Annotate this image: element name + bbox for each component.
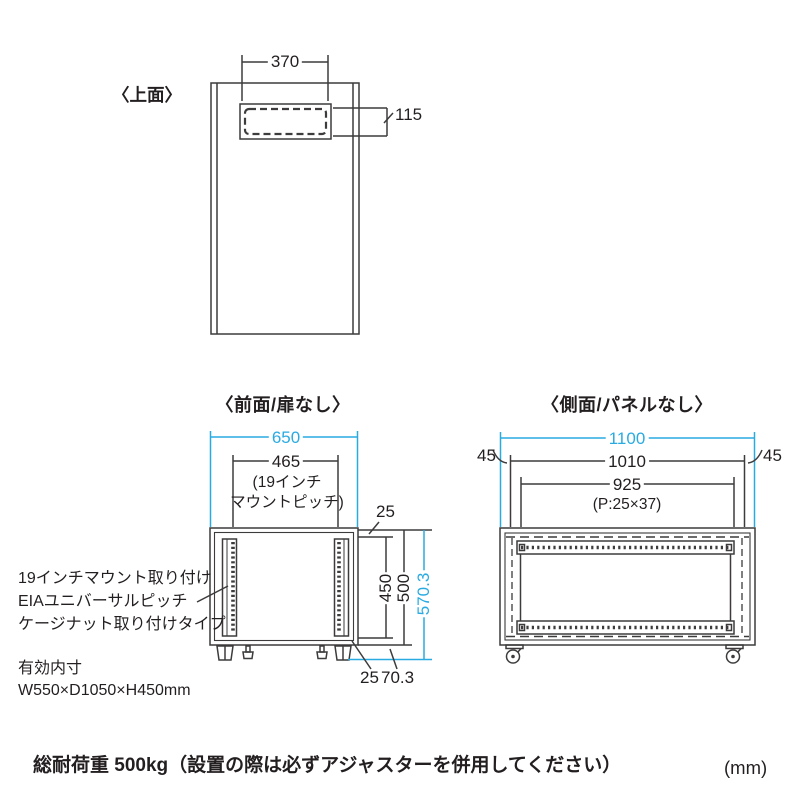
load-capacity-note: 総耐荷重 500kg（設置の際は必ずアジャスターを併用してください） (33, 755, 622, 776)
side-rail-bottom (516, 620, 735, 635)
cable-slot-dashed-outline (243, 107, 328, 136)
adjuster-foot-right (316, 645, 328, 660)
front-view-drawing (196, 431, 432, 670)
rail-note-leader (196, 585, 229, 603)
front-view-title: 〈前面/扉なし〉 (215, 395, 351, 415)
dim-25-top-label: 25 (376, 502, 395, 521)
dim-45-right-label: 45 (763, 446, 782, 465)
top-view-label: 〈上面〉 (112, 85, 182, 105)
pitch-note-label: (P:25×37) (592, 496, 662, 513)
dim-925-label: 925 (609, 475, 645, 495)
dim-45-left-label: 45 (477, 446, 496, 465)
dim-line-115 (333, 107, 394, 137)
dim-370-label: 370 (267, 52, 303, 72)
inner-size-value: W550×D1050×H450mm (18, 682, 191, 699)
adjuster-foot-left (242, 645, 254, 660)
side-frame-outline (499, 527, 756, 646)
dim-500-label: 500 (394, 571, 414, 605)
cable-slot-outline (239, 103, 332, 140)
side-view-title: 〈側面/パネルなし〉 (540, 395, 714, 415)
dim-450-label: 450 (376, 571, 396, 605)
inner-size-label: 有効内寸 (18, 660, 83, 677)
dim-1100-label: 1100 (605, 429, 649, 449)
leader-45-left (492, 449, 508, 464)
mount-pitch-note-line1: (19インチ (252, 474, 322, 491)
mount-pitch-note-line2: マウントピッチ) (230, 494, 344, 511)
dim-115-label: 115 (395, 105, 423, 124)
leader-45-right (747, 449, 763, 464)
mount-note-line3: ケージナット取り付けタイプ (18, 616, 226, 633)
side-rail-top (516, 540, 735, 555)
dim-1010-label: 1010 (605, 452, 649, 472)
caster-side-right (725, 644, 744, 664)
mount-rail-right (333, 538, 350, 637)
dim-25-bottom-label: 25 (360, 668, 379, 687)
top-view-outline (210, 82, 360, 335)
dim-465-label: 465 (268, 452, 304, 472)
dim-570-3-label: 570.3 (414, 570, 434, 618)
mount-note-line1: 19インチマウント取り付け (18, 570, 212, 587)
top-view-drawing (210, 55, 394, 335)
dim-70-3-label: 70.3 (381, 668, 415, 687)
caster-side-left (505, 644, 524, 664)
caster-front-left (216, 645, 234, 661)
dim-650-label: 650 (268, 428, 304, 448)
mount-note-line2: EIAユニバーサルピッチ (18, 593, 188, 610)
unit-label: (mm) (724, 757, 768, 778)
caster-front-right (334, 645, 352, 661)
height-dimension-lines (348, 521, 432, 670)
front-frame-outline (209, 527, 359, 646)
mount-rail-left (221, 538, 238, 637)
